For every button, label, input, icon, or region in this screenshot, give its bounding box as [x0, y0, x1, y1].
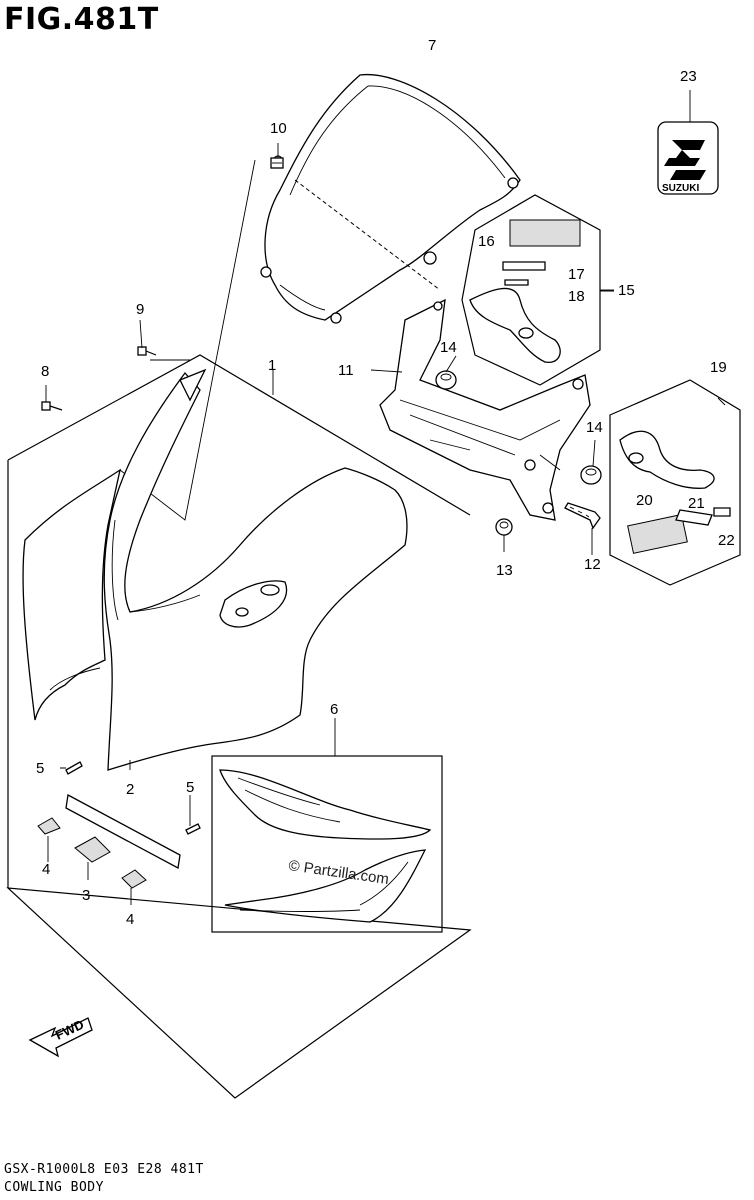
screw-10 — [270, 157, 284, 169]
callout-5b: 5 — [186, 779, 194, 796]
strip-21 — [675, 509, 713, 526]
kit-box-15 — [461, 194, 601, 386]
bracket-11 — [379, 298, 591, 521]
strip-18 — [504, 279, 529, 286]
grommet-14b — [580, 465, 602, 485]
bolt-12 — [564, 502, 601, 530]
assembly-outline-1 — [6, 354, 472, 1099]
windscreen-hole-e — [507, 177, 519, 189]
callout-14b: 14 — [586, 419, 603, 436]
kit-19-knob — [628, 452, 644, 464]
strip-22 — [713, 507, 731, 517]
emblem-brand-label: SUZUKI — [662, 183, 699, 194]
callout-20: 20 — [636, 492, 653, 509]
callout-6: 6 — [330, 701, 338, 718]
callout-2: 2 — [126, 781, 134, 798]
windscreen-hole-d — [260, 266, 272, 278]
windscreen-inner — [279, 85, 506, 311]
callout-10: 10 — [270, 120, 287, 137]
upper-cowling-side — [22, 468, 121, 721]
side-panel-upper-stripe — [237, 777, 341, 823]
bracket-hole-d — [524, 459, 536, 471]
clip-5b — [185, 823, 201, 835]
callout-4b: 4 — [126, 911, 134, 928]
leader-lines — [45, 90, 691, 905]
duct-hole-2 — [235, 607, 249, 617]
side-panel-lower-stripe — [239, 861, 409, 912]
nut-13 — [495, 518, 513, 536]
cowling-tip-slot — [179, 368, 207, 402]
bracket-11-detail — [399, 399, 561, 471]
upper-cowling-2 — [103, 371, 408, 771]
callout-15: 15 — [618, 282, 635, 299]
pad-3 — [74, 836, 111, 863]
bolt-8 — [41, 401, 63, 411]
side-panel-lower — [224, 849, 427, 923]
clip-5a — [65, 761, 83, 775]
callout-22: 22 — [718, 532, 735, 549]
callout-11: 11 — [338, 362, 354, 379]
callout-5a: 5 — [36, 760, 44, 777]
side-panel-upper — [219, 769, 432, 840]
fwd-arrow: FWD — [28, 1017, 93, 1058]
pad-4a — [37, 817, 61, 835]
callout-4a: 4 — [42, 861, 50, 878]
callout-3: 3 — [82, 887, 90, 904]
callout-7: 7 — [428, 37, 436, 54]
callout-21: 21 — [688, 495, 705, 512]
bracket-hole-a — [433, 301, 443, 311]
bolt-9 — [137, 346, 157, 356]
mirror-bracket-kit — [469, 287, 561, 363]
callout-19: 19 — [710, 359, 727, 376]
kit-15-knob — [518, 327, 534, 339]
callout-12: 12 — [584, 556, 601, 573]
grommet-14a — [435, 370, 457, 390]
panel-box-6 — [211, 755, 443, 933]
windscreen-hole-b — [423, 251, 437, 265]
windscreen-7 — [264, 73, 521, 321]
windscreen-hole-c — [330, 312, 342, 324]
sticker-16 — [509, 219, 581, 247]
pad-4b — [121, 869, 147, 889]
bracket-hole-b — [572, 378, 584, 390]
callout-14a: 14 — [440, 339, 457, 356]
callout-13: 13 — [496, 562, 513, 579]
duct-hole — [260, 584, 280, 596]
bracket-hole-c — [542, 502, 554, 514]
callout-17: 17 — [568, 266, 585, 283]
figure-title: FIG.481T — [4, 2, 159, 37]
kit-19-leader — [717, 397, 726, 406]
windscreen-dash-1 — [294, 179, 441, 291]
sticker-20 — [627, 513, 688, 554]
footer-model-code: GSX-R1000L8 E03 E28 481T — [4, 1162, 204, 1177]
strip-17 — [502, 261, 546, 271]
callout-18: 18 — [568, 288, 585, 305]
footer-section-name: COWLING BODY — [4, 1180, 104, 1195]
callout-23: 23 — [680, 68, 697, 85]
callout-9: 9 — [136, 301, 144, 318]
callout-1: 1 — [268, 357, 276, 374]
callout-8: 8 — [41, 363, 49, 380]
mirror-bracket-19 — [619, 430, 715, 489]
callout-16: 16 — [478, 233, 495, 250]
cowling-inner-line — [49, 519, 201, 691]
emblem-23 — [657, 121, 719, 195]
seal-strip — [65, 793, 181, 870]
kit-box-19 — [609, 379, 741, 586]
